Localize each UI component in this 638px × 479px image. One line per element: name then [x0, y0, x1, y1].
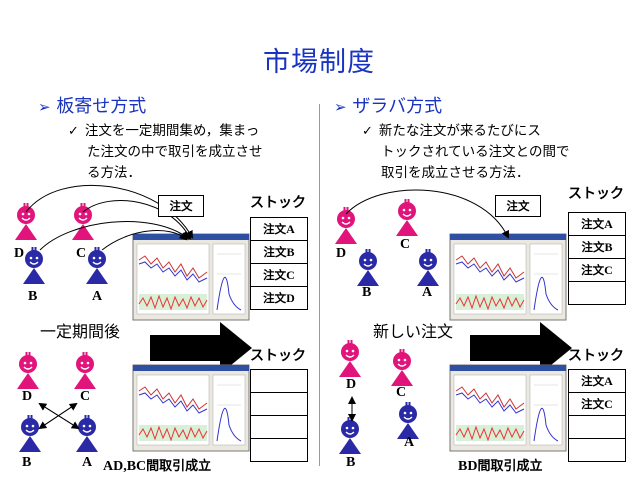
empty-stock-cell	[569, 282, 625, 304]
right-after-stock-title: ストック	[568, 348, 624, 364]
right-transition-label: 新しい注文	[373, 322, 454, 341]
empty-stock-cell	[251, 416, 307, 439]
trader-label-a: A	[82, 455, 93, 470]
trader-label-d: D	[14, 246, 25, 261]
trader-d-left-bottom	[16, 351, 40, 390]
trader-label-b: B	[22, 455, 32, 470]
trader-label-b: B	[362, 285, 372, 300]
trader-a-left-bottom	[75, 414, 99, 453]
left-bullet: ✓ 注文を一定期間集め，集まっ た注文の中で取引を成立させ る方法．	[68, 121, 263, 184]
left-bullet-line-3: る方法．	[87, 165, 141, 181]
stock-cell-a: 注文A	[251, 218, 307, 241]
trader-label-d: D	[22, 389, 33, 404]
left-heading-text: 板寄せ方式	[56, 96, 147, 117]
left-stock-column: 注文A 注文B 注文C 注文D	[250, 217, 308, 310]
order-arrow-c	[82, 200, 191, 240]
trader-label-d: D	[346, 377, 357, 392]
right-result-label: BD間取引成立	[458, 459, 543, 474]
right-heading-text: ザラバ方式	[352, 96, 443, 117]
trader-label-d: D	[336, 246, 347, 261]
left-order-box: 注文	[158, 195, 204, 217]
trader-d-right-top	[334, 206, 358, 245]
trader-b-left-top	[22, 246, 46, 285]
empty-stock-cell	[251, 439, 307, 461]
trader-d-left-top	[14, 202, 38, 241]
left-transition-label: 一定期間後	[40, 322, 121, 341]
trader-label-a: A	[92, 289, 103, 304]
trader-label-c: C	[80, 389, 91, 404]
trader-label-a: A	[422, 285, 433, 300]
right-after-stock-column: 注文A 注文C	[568, 369, 626, 462]
stock-cell-c: 注文C	[569, 259, 625, 282]
trading-screen-icon-right-top	[449, 233, 567, 321]
page-title: 市場制度	[263, 47, 375, 78]
right-bullet-line-3: 取引を成立させる方法．	[381, 165, 530, 181]
trader-a-right-bottom	[396, 401, 420, 440]
check-icon: ✓	[362, 124, 373, 139]
order-arrow-a	[101, 229, 188, 251]
transition-arrow-left	[150, 322, 252, 374]
stock-cell-a: 注文A	[569, 213, 625, 236]
match-arrow-b-c	[39, 402, 78, 429]
left-result-label: AD,BC間取引成立	[103, 459, 212, 474]
right-stock-column: 注文A 注文B 注文C	[568, 212, 626, 305]
empty-stock-cell	[251, 370, 307, 393]
right-bullet-line-2: トックされている注文との間で	[381, 144, 570, 160]
stock-cell-b: 注文B	[251, 241, 307, 264]
stock-cell-a: 注文A	[569, 370, 625, 393]
left-heading: ➢ 板寄せ方式	[38, 92, 146, 118]
trader-label-c: C	[400, 237, 411, 252]
right-order-box: 注文	[495, 195, 541, 217]
trader-c-left-top	[71, 202, 95, 241]
trader-a-left-top	[85, 246, 109, 285]
trading-screen-icon-left-top	[132, 233, 250, 321]
trader-label-b: B	[346, 455, 356, 470]
right-bullet-line-1: 新たな注文が来るたびにス	[378, 123, 541, 139]
transition-arrow-right	[470, 322, 572, 374]
order-arrow-b	[39, 221, 190, 251]
stock-cell-b: 注文B	[569, 236, 625, 259]
trader-label-a: A	[404, 435, 415, 450]
new-order-arrow-d	[345, 189, 509, 239]
trader-b-right-top	[356, 248, 380, 287]
trader-b-left-bottom	[18, 414, 42, 453]
empty-stock-cell	[569, 439, 625, 461]
empty-stock-cell	[569, 416, 625, 439]
trader-label-c: C	[396, 385, 407, 400]
match-arrow-a-d	[38, 402, 79, 429]
stock-cell-c: 注文C	[569, 393, 625, 416]
left-stock-title: ストック	[250, 195, 306, 211]
trader-a-right-top	[416, 248, 440, 287]
left-after-stock-column	[250, 369, 308, 462]
stock-cell-d: 注文D	[263, 291, 295, 305]
left-bullet-line-2: た注文の中で取引を成立させ	[87, 144, 263, 160]
trader-c-right-top	[395, 198, 419, 237]
arrow-bullet-icon: ➢	[38, 98, 51, 116]
trading-screen-icon-left-bottom	[132, 364, 250, 452]
column-divider	[319, 104, 320, 466]
trader-label-b: B	[28, 289, 38, 304]
trading-screen-icon-right-bottom	[449, 364, 567, 452]
trader-c-right-bottom	[390, 348, 414, 387]
right-bullet: ✓ 新たな注文が来るたびにス トックされている注文との間で 取引を成立させる方法．	[362, 121, 569, 184]
trader-d-right-bottom	[338, 339, 362, 378]
right-stock-title: ストック	[568, 186, 624, 202]
right-heading: ➢ ザラバ方式	[334, 92, 442, 118]
trader-c-left-bottom	[73, 351, 97, 390]
check-icon: ✓	[68, 124, 79, 139]
trader-label-c: C	[76, 246, 87, 261]
left-bullet-line-1: 注文を一定期間集め，集まっ	[84, 123, 260, 139]
order-arrow-d	[25, 184, 193, 239]
arrow-bullet-icon: ➢	[334, 98, 347, 116]
trader-b-right-bottom	[338, 416, 362, 455]
stock-cell-c: 注文C	[251, 264, 307, 287]
left-after-stock-title: ストック	[250, 348, 306, 364]
empty-stock-cell	[251, 393, 307, 416]
